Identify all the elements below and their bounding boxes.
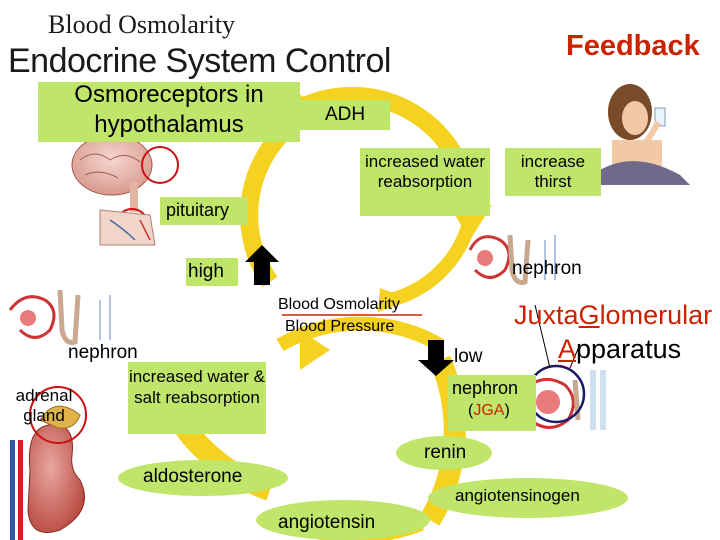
jga-paren-open: ( xyxy=(468,402,474,419)
pituitary-box xyxy=(160,197,248,225)
upper-loop-return-head xyxy=(378,288,412,312)
kidney-illustration xyxy=(10,386,87,540)
aldosterone-bubble xyxy=(118,460,288,496)
angiotensinogen-bubble xyxy=(428,478,628,518)
water-reabsorption-box xyxy=(360,148,490,216)
jga-title-part1: Juxta xyxy=(514,300,579,330)
water-salt-label: increased water & salt reabsorption xyxy=(128,367,266,407)
osmoreceptors-box xyxy=(38,82,300,142)
pituitary-label: pituitary xyxy=(166,200,230,220)
adh-label: ADH xyxy=(324,104,366,125)
jga-title-line2: Apparatus xyxy=(558,334,681,365)
subtitle: Blood Osmolarity xyxy=(48,10,236,39)
low-label: low xyxy=(454,346,483,367)
up-arrow-high xyxy=(245,245,279,285)
lower-loop-top xyxy=(276,316,444,352)
lower-loop-start-head xyxy=(300,330,330,370)
aldosterone-label: aldosterone xyxy=(143,466,243,487)
jga-abbrev-label: (JGA) xyxy=(468,402,510,420)
nephron-left-illustration xyxy=(8,289,111,345)
jga-abbrev: JGA xyxy=(473,402,505,419)
adh-box xyxy=(300,100,390,130)
nephron-top-illustration xyxy=(468,234,556,285)
blood-pressure-label: Blood Pressure xyxy=(285,318,395,335)
high-box xyxy=(186,258,238,286)
renin-bubble xyxy=(396,436,492,470)
osmoreceptors-label: Osmoreceptors in hypothalamus xyxy=(74,81,264,138)
adrenal-gland-label: adrenal gland xyxy=(15,386,73,425)
angiotensin-bubble xyxy=(256,500,430,540)
water-reabsorption-label: increased water reabsorption xyxy=(364,152,485,191)
water-salt-box xyxy=(128,362,266,434)
high-label: high xyxy=(188,261,224,282)
jga-title-g: G xyxy=(578,300,600,330)
page-title: Endocrine System Control xyxy=(8,42,391,80)
thirst-label: increase thirst xyxy=(520,152,586,191)
jga-paren-close: ) xyxy=(504,402,510,419)
upper-loop-return xyxy=(388,218,477,307)
down-arrow-low xyxy=(418,340,454,376)
woman-drinking-illustration xyxy=(595,84,690,185)
renin-label: renin xyxy=(424,442,467,463)
feedback-label: Feedback xyxy=(566,30,700,62)
jga-title: JuxtaGlomerular xyxy=(514,300,712,331)
angiotensin-label: angiotensin xyxy=(278,512,376,533)
jga-title-a: A xyxy=(558,334,577,364)
jga-title-part3: pparatus xyxy=(576,334,682,364)
jga-nephron-label: nephron xyxy=(452,378,519,398)
nephron-left-label: nephron xyxy=(68,342,138,363)
nephron-top-label: nephron xyxy=(512,258,582,279)
jga-title-part2: lomerular xyxy=(599,300,713,330)
blood-osmolarity-label: Blood Osmolarity xyxy=(278,296,400,313)
angiotensinogen-label: angiotensinogen xyxy=(455,486,580,505)
jga-nephron-box xyxy=(448,375,536,431)
thirst-box xyxy=(505,148,601,196)
brain-illustration xyxy=(71,134,179,246)
